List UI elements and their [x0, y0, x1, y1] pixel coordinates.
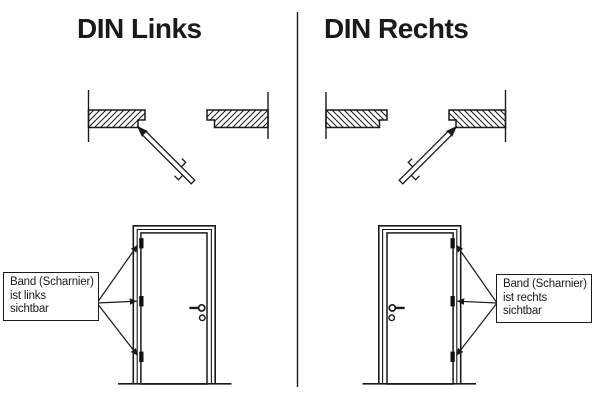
leaf-handle-lower [174, 174, 184, 181]
callout-left-line-2: ist links [10, 289, 46, 302]
callout-arrow-middle [96, 298, 137, 305]
door-frame-inner [136, 228, 212, 384]
callout-right-line-2: ist rechts [503, 291, 548, 304]
leaf-body [141, 130, 196, 185]
plan-view [87, 90, 269, 185]
hinge-mark-middle [139, 296, 144, 307]
callout-box-right-hinges: Band (Scharnier) ist rechts sichtbar [496, 274, 592, 323]
leaf-handle-upper [180, 158, 187, 168]
door-leaf-open [136, 125, 196, 185]
callout-arrows [96, 244, 139, 356]
callout-right-line-3: sichtbar [503, 305, 542, 317]
wall-section-latch-side [206, 109, 269, 129]
door-front-view [118, 225, 232, 385]
callout-right-line-1: Band (Scharnier) [503, 278, 587, 290]
door-handle-knob [197, 303, 206, 312]
callout-left-line-1: Band (Scharnier) [10, 276, 94, 288]
door-keyhole [198, 314, 206, 322]
callout-arrow-top [96, 244, 139, 304]
leaf-pivot-arrow [136, 125, 148, 137]
panel-art-left [87, 90, 269, 385]
title-din-links: DIN Links [77, 13, 202, 44]
callout-box-left-hinges: Band (Scharnier) ist links sichtbar [3, 272, 99, 321]
hinge-mark-bottom [139, 351, 144, 362]
wall-section-hinge-side [87, 109, 146, 129]
title-din-rechts: DIN Rechts [324, 13, 469, 44]
hinge-mark-top [139, 238, 144, 249]
callout-arrow-bottom [96, 302, 139, 356]
callout-left-line-3: sichtbar [10, 303, 49, 315]
panel-art-right-mirrored [326, 90, 506, 384]
